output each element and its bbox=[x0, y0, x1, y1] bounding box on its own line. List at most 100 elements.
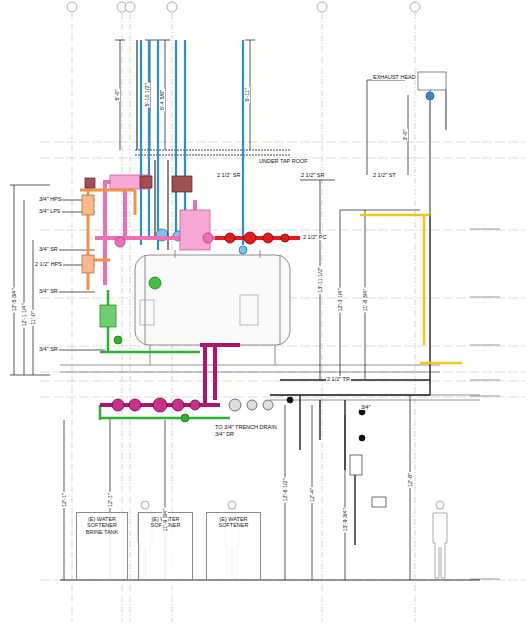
dimension-text: 13'-9 3/4" bbox=[342, 507, 348, 532]
valve-body bbox=[140, 176, 152, 188]
floor-line bbox=[60, 365, 440, 366]
vent-pipe bbox=[175, 40, 177, 235]
condensate-pipe bbox=[134, 190, 137, 215]
dimension-line bbox=[245, 40, 255, 41]
pipe-label: 2 1/2" PC bbox=[302, 234, 327, 240]
blowdown-pipe bbox=[203, 345, 207, 405]
blowdown-pipe bbox=[213, 345, 217, 400]
level-line bbox=[40, 372, 525, 373]
pipe-label: 3/4" SR bbox=[38, 288, 59, 294]
level-tag bbox=[470, 296, 500, 297]
equipment-label: (E) WATER SOFTENER bbox=[210, 516, 257, 529]
pipe-label: 3/4" bbox=[360, 404, 372, 410]
vent-pipe bbox=[157, 40, 159, 250]
grid-bubble bbox=[410, 2, 420, 12]
dimension-text: 5'-0" bbox=[114, 89, 120, 102]
floor-line bbox=[270, 395, 480, 396]
level-line bbox=[40, 381, 525, 382]
gray-valve bbox=[229, 399, 241, 411]
magenta-valve bbox=[112, 399, 124, 411]
dimension-text: 11'-0" bbox=[30, 310, 36, 326]
blue-valve bbox=[239, 246, 247, 254]
blowdown-pipe bbox=[200, 343, 240, 347]
dimension-text: 3'-0" bbox=[402, 129, 408, 142]
pipe-label: 2 1/2" TR bbox=[326, 376, 351, 382]
piping bbox=[80, 40, 462, 545]
figure-body bbox=[433, 513, 447, 578]
dimension-line bbox=[367, 80, 368, 175]
magenta-valve bbox=[129, 399, 141, 411]
grid-line bbox=[322, 13, 323, 622]
vent-pipe bbox=[242, 40, 244, 245]
grid-line bbox=[415, 13, 416, 622]
figure-head bbox=[228, 501, 236, 509]
dimension-text: 13'-11 1/2" bbox=[317, 266, 323, 294]
dimension-text: 12'-3 1/4" bbox=[337, 287, 343, 312]
dimension-text: 5'-11" bbox=[244, 87, 250, 103]
dimension-text: 5'-10 1/2" bbox=[144, 82, 150, 107]
gas-pipe bbox=[360, 214, 430, 217]
pipe-label: 2 1/2" SR bbox=[216, 172, 241, 178]
red-valve bbox=[225, 233, 235, 243]
floor-line bbox=[270, 400, 480, 401]
gray-valve bbox=[247, 400, 257, 410]
steam-pipe bbox=[103, 180, 107, 285]
gas-pipe bbox=[423, 215, 426, 345]
drain-pipe bbox=[299, 395, 300, 450]
pipe-label: 3/4" SR bbox=[38, 246, 59, 252]
drain-pipe bbox=[344, 400, 345, 470]
figure-head bbox=[141, 501, 149, 509]
level-line bbox=[40, 142, 525, 143]
green-gauge bbox=[149, 277, 161, 289]
water-pipe bbox=[100, 417, 230, 420]
drain-pipe bbox=[429, 215, 430, 395]
figure-head bbox=[436, 501, 444, 509]
drain-pipe bbox=[270, 394, 430, 395]
dimension-text: 12'-6 1/2" bbox=[282, 477, 288, 502]
pipe-label: 3/4" HPS bbox=[38, 196, 62, 202]
level-tag bbox=[470, 395, 500, 396]
dimension-text: 12'-5 3/4" bbox=[11, 287, 17, 312]
pink-fitting bbox=[180, 210, 210, 250]
dimension-text: 12'-1" bbox=[107, 492, 113, 508]
pink-valve bbox=[203, 233, 213, 243]
gas-pipe bbox=[420, 362, 462, 365]
boiler-support bbox=[260, 250, 261, 258]
boiler bbox=[135, 250, 290, 365]
dimension-line bbox=[115, 40, 125, 41]
level-tag bbox=[470, 344, 500, 345]
level-line bbox=[40, 230, 525, 231]
pink-valve bbox=[115, 237, 125, 247]
boiler-shell bbox=[135, 255, 290, 345]
boiler-support bbox=[175, 250, 176, 258]
pipe-label: 3/4" SR bbox=[38, 346, 59, 352]
pipe-label: 2 1/2" HPS bbox=[34, 261, 63, 267]
water-pipe bbox=[100, 351, 200, 354]
grid-lines bbox=[40, 2, 525, 622]
vent-pipe bbox=[140, 40, 142, 245]
boiler-trim bbox=[240, 295, 258, 325]
drain-pipe bbox=[319, 400, 320, 440]
riser-pipe bbox=[136, 40, 137, 150]
dimension-line bbox=[24, 200, 25, 375]
pipe-label: 2 1/2" ST bbox=[372, 172, 397, 178]
dimension-text: 12'-1" bbox=[61, 492, 67, 508]
equipment-box: (E) WATER SOFTENER BRINE TANK bbox=[76, 512, 128, 580]
red-valve bbox=[244, 232, 256, 244]
grid-bubble bbox=[317, 2, 327, 12]
dimension-text: 11'-8 3/4" bbox=[362, 288, 368, 313]
grid-line bbox=[130, 13, 131, 622]
pipe-label: 3/4" LPS bbox=[38, 208, 62, 214]
pipe-label: UNDER TAP ROOF bbox=[258, 158, 309, 164]
drain-pipe bbox=[280, 379, 430, 380]
valve-body bbox=[172, 176, 192, 192]
red-valve bbox=[263, 233, 273, 243]
dimension-text: 12'-8" bbox=[407, 472, 413, 488]
green-valve bbox=[114, 336, 122, 344]
boiler-trim bbox=[140, 300, 154, 325]
orange-fitting bbox=[82, 255, 94, 273]
level-tag bbox=[470, 379, 500, 380]
exhaust-pipe bbox=[445, 90, 447, 130]
riser-pipe bbox=[154, 160, 155, 240]
